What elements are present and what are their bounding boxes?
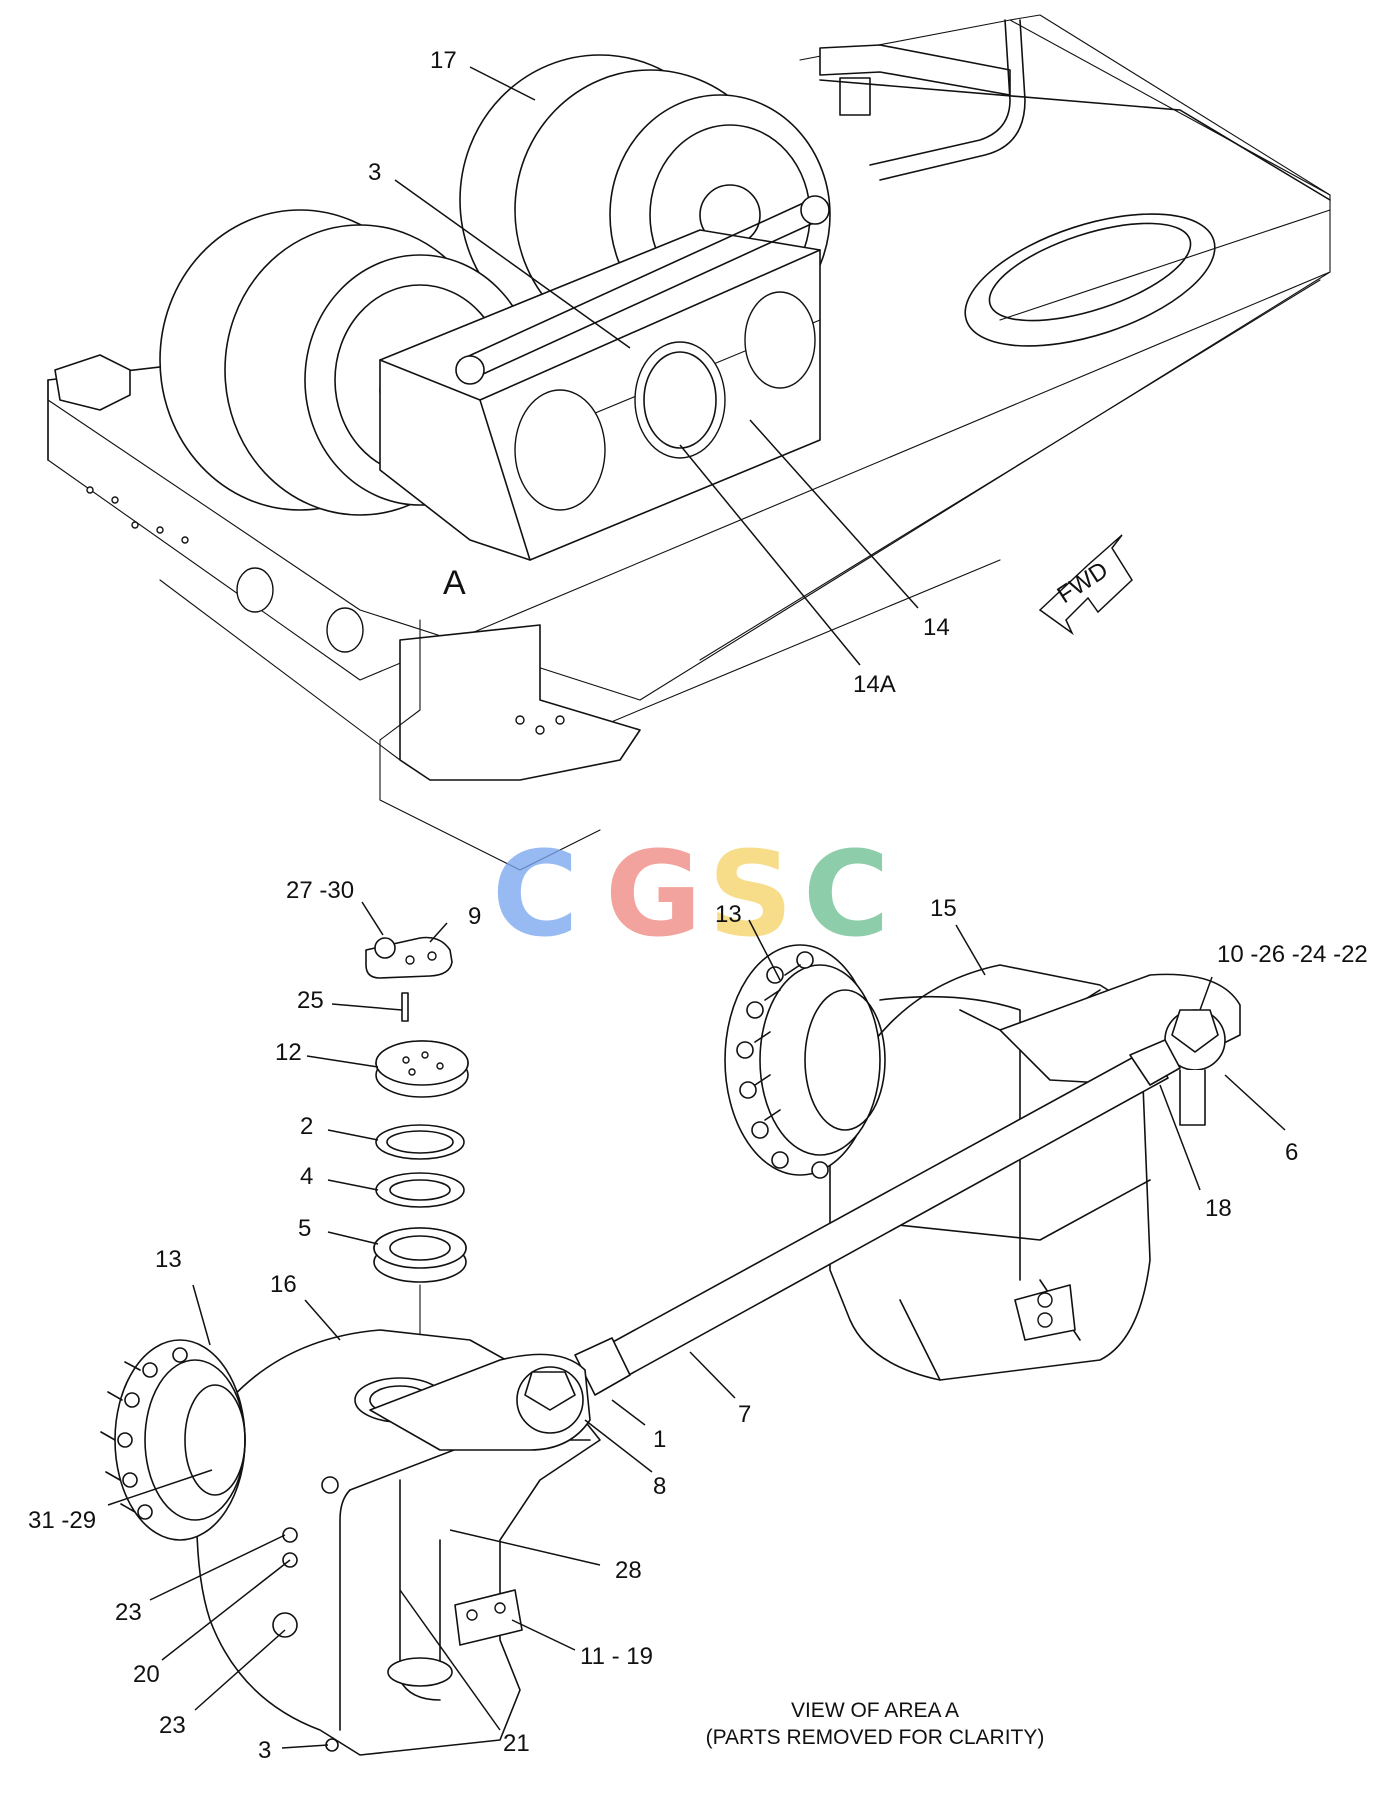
callout-6: 6 xyxy=(1285,1139,1298,1166)
callout-3-bottom: 3 xyxy=(258,1737,271,1764)
callout-20: 20 xyxy=(133,1661,160,1688)
watermark-letter-s: S xyxy=(708,825,793,963)
callout-2: 2 xyxy=(300,1113,313,1140)
callout-9: 9 xyxy=(468,903,481,930)
callout-18: 18 xyxy=(1205,1195,1232,1222)
callout-11-19: 11 - 19 xyxy=(580,1643,653,1670)
watermark-letter-c1: C xyxy=(492,825,579,963)
bogie-beam-drawing xyxy=(379,195,830,561)
tie-rod-drawing xyxy=(574,1039,1181,1396)
watermark-letter-g: G xyxy=(605,825,702,963)
callout-17: 17 xyxy=(430,47,457,74)
callout-25: 25 xyxy=(297,987,324,1014)
leader-lines xyxy=(107,66,1286,1749)
forward-arrow-icon: FWD xyxy=(1038,534,1133,636)
callout-13-right: 13 xyxy=(715,901,742,928)
caption-line-2: (PARTS REMOVED FOR CLARITY) xyxy=(706,1726,1045,1749)
area-a-label: A xyxy=(443,564,466,602)
callout-3-top: 3 xyxy=(368,159,381,186)
callout-labels: 17 3 14 14A 27 -30 9 25 12 2 4 5 13 15 1… xyxy=(28,47,1368,1764)
callout-12: 12 xyxy=(275,1039,302,1066)
frame-assembly-drawing xyxy=(47,14,1331,871)
callout-5: 5 xyxy=(298,1215,311,1242)
watermark-logo: C G S C xyxy=(492,825,890,963)
callout-7: 7 xyxy=(738,1401,751,1428)
callout-14: 14 xyxy=(923,614,950,641)
callout-21: 21 xyxy=(503,1730,530,1757)
callout-28: 28 xyxy=(615,1557,642,1584)
exploded-stack-drawing xyxy=(365,936,469,1401)
watermark-letter-c2: C xyxy=(803,825,890,963)
callout-8: 8 xyxy=(653,1473,666,1500)
caption-line-1: VIEW OF AREA A xyxy=(791,1699,959,1722)
callout-23-upper: 23 xyxy=(115,1599,142,1626)
callout-23-lower: 23 xyxy=(159,1712,186,1739)
left-axle-housing-drawing xyxy=(100,1329,601,1756)
callout-15: 15 xyxy=(930,895,957,922)
callout-16: 16 xyxy=(270,1271,297,1298)
callout-27-30: 27 -30 xyxy=(286,877,354,904)
callout-10-26-24-22: 10 -26 -24 -22 xyxy=(1217,941,1368,968)
callout-13-left: 13 xyxy=(155,1246,182,1273)
callout-14a: 14A xyxy=(853,671,896,698)
view-caption: VIEW OF AREA A (PARTS REMOVED FOR CLARIT… xyxy=(706,1699,1045,1749)
callout-4: 4 xyxy=(300,1163,313,1190)
callout-31-29: 31 -29 xyxy=(28,1507,96,1534)
callout-1: 1 xyxy=(653,1426,666,1453)
